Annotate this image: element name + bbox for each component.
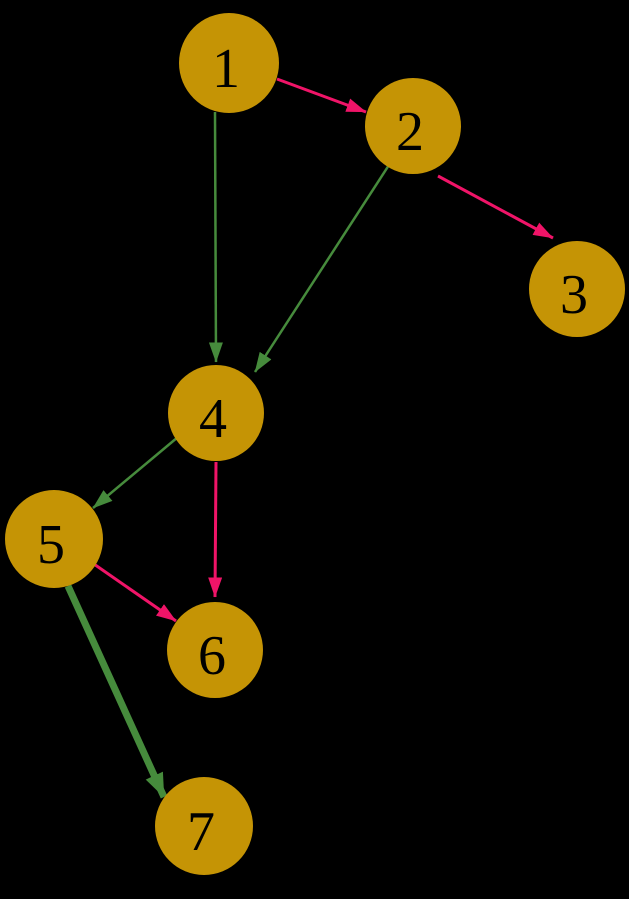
node-label: 3 bbox=[560, 264, 588, 326]
node-circle bbox=[5, 490, 103, 588]
node-label: 2 bbox=[396, 101, 424, 163]
node-circle bbox=[155, 777, 253, 875]
node-label: 1 bbox=[212, 38, 240, 100]
node-circle bbox=[179, 13, 279, 113]
node-circle bbox=[365, 78, 461, 174]
node-circle bbox=[168, 365, 264, 461]
node-label: 6 bbox=[198, 625, 226, 687]
node-label: 5 bbox=[37, 514, 65, 576]
node-4[interactable]: 4 bbox=[168, 365, 264, 461]
node-circle bbox=[167, 602, 263, 698]
node-6[interactable]: 6 bbox=[167, 602, 263, 698]
node-2[interactable]: 2 bbox=[365, 78, 461, 174]
node-7[interactable]: 7 bbox=[155, 777, 253, 875]
edge-4-5 bbox=[92, 436, 179, 509]
node-3[interactable]: 3 bbox=[529, 241, 625, 337]
edge-2-3 bbox=[437, 174, 554, 240]
edge-5-7 bbox=[64, 584, 168, 799]
edge-1-2 bbox=[276, 77, 367, 114]
edge-4-6 bbox=[208, 461, 223, 598]
node-circle bbox=[529, 241, 625, 337]
node-label: 7 bbox=[187, 801, 215, 863]
node-label: 4 bbox=[199, 388, 227, 450]
edge-1-4 bbox=[208, 111, 223, 363]
edge-5-6 bbox=[90, 560, 177, 623]
node-5[interactable]: 5 bbox=[5, 490, 103, 588]
edge-2-4 bbox=[253, 164, 391, 373]
node-1[interactable]: 1 bbox=[179, 13, 279, 113]
